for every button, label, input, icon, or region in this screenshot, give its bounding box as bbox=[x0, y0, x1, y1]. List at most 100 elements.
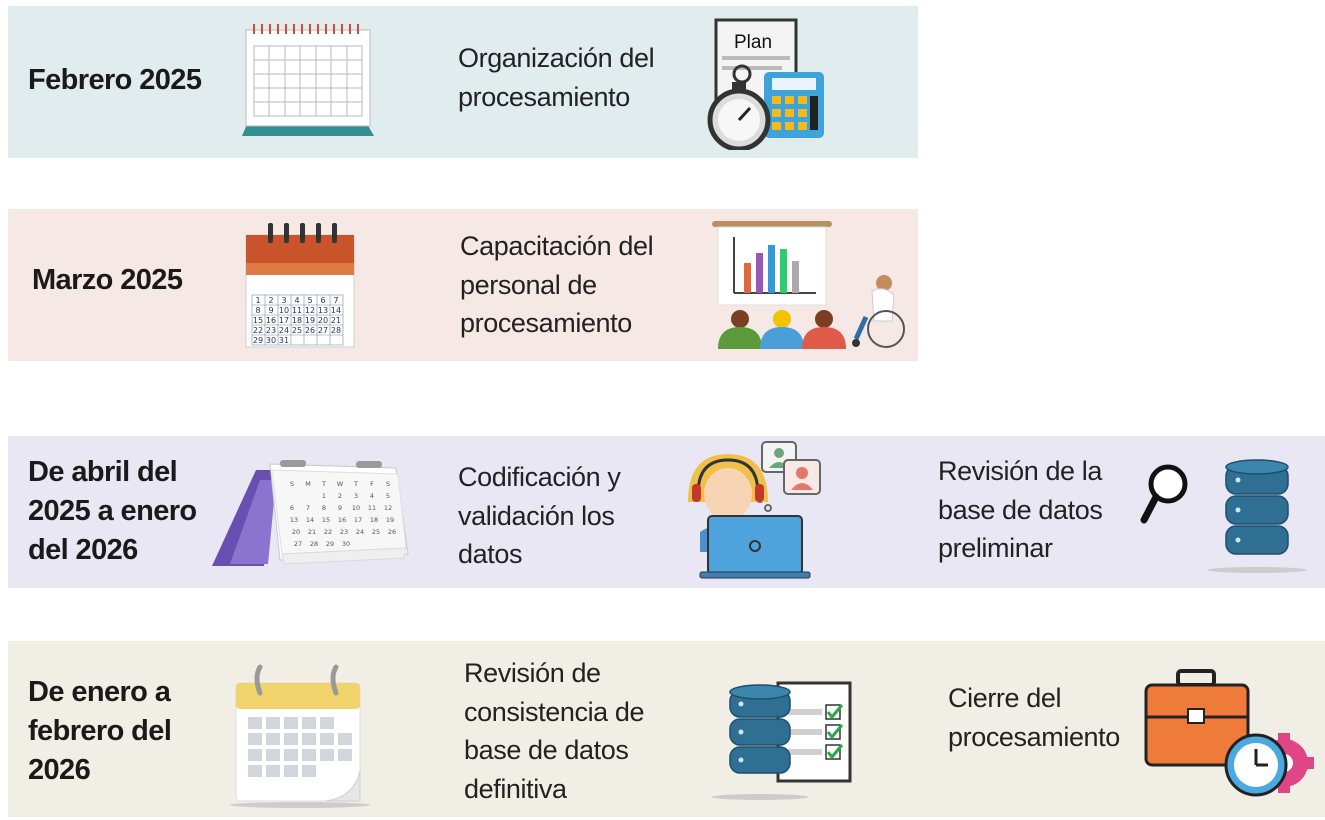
svg-text:8: 8 bbox=[255, 306, 260, 315]
date-line: De abril del bbox=[28, 456, 178, 488]
svg-text:16: 16 bbox=[338, 516, 346, 524]
svg-text:18: 18 bbox=[292, 316, 302, 325]
svg-text:15: 15 bbox=[253, 316, 263, 325]
desk-calendar-icon bbox=[238, 22, 378, 142]
svg-text:17: 17 bbox=[279, 316, 289, 325]
task-line: preliminar bbox=[938, 533, 1053, 563]
svg-text:1: 1 bbox=[255, 296, 260, 305]
svg-text:24: 24 bbox=[356, 528, 364, 536]
svg-text:22: 22 bbox=[253, 326, 263, 335]
svg-text:12: 12 bbox=[305, 306, 315, 315]
svg-text:22: 22 bbox=[324, 528, 332, 536]
svg-text:28: 28 bbox=[310, 540, 318, 548]
svg-text:13: 13 bbox=[290, 516, 298, 524]
task-line: Capacitación del bbox=[460, 231, 654, 261]
task-line: Cierre del bbox=[948, 683, 1062, 713]
svg-text:11: 11 bbox=[292, 306, 302, 315]
svg-text:16: 16 bbox=[266, 316, 276, 325]
plan-label: Plan bbox=[734, 32, 772, 53]
task-label: Revisión de la base de datos preliminar bbox=[938, 452, 1103, 568]
database-search-icon bbox=[1140, 458, 1310, 576]
task-line: validación los bbox=[458, 500, 615, 531]
svg-text:30: 30 bbox=[266, 336, 276, 345]
task-line: Revisión de la bbox=[938, 456, 1102, 486]
svg-text:M: M bbox=[305, 480, 311, 488]
task-line: Revisión de bbox=[464, 658, 601, 688]
svg-text:2: 2 bbox=[338, 492, 342, 500]
svg-text:W: W bbox=[337, 480, 344, 488]
svg-text:7: 7 bbox=[306, 504, 310, 512]
task-line: procesamiento bbox=[948, 721, 1120, 752]
svg-text:25: 25 bbox=[372, 528, 380, 536]
svg-text:S: S bbox=[386, 480, 390, 488]
svg-text:26: 26 bbox=[388, 528, 396, 536]
svg-text:3: 3 bbox=[281, 296, 286, 305]
task-line: procesamiento bbox=[460, 308, 632, 338]
task-line: definitiva bbox=[464, 773, 567, 804]
svg-text:2: 2 bbox=[268, 296, 273, 305]
svg-text:13: 13 bbox=[318, 306, 328, 315]
svg-text:20: 20 bbox=[318, 316, 328, 325]
plan-calculator-stopwatch-icon: Plan bbox=[696, 18, 826, 150]
svg-text:28: 28 bbox=[331, 326, 341, 335]
svg-text:3: 3 bbox=[354, 492, 358, 500]
svg-text:6: 6 bbox=[320, 296, 325, 305]
database-checklist-icon bbox=[704, 679, 860, 801]
timeline-row-febrero-2025: Febrero 2025 Organización del procesam bbox=[8, 6, 918, 158]
svg-text:5: 5 bbox=[307, 296, 312, 305]
row-date: De abril del 2025 a enero del 2026 bbox=[28, 453, 197, 570]
training-presentation-icon bbox=[706, 217, 916, 353]
svg-text:17: 17 bbox=[354, 516, 362, 524]
svg-text:25: 25 bbox=[292, 326, 302, 335]
svg-text:27: 27 bbox=[294, 540, 302, 548]
task-label: Organización del procesamiento bbox=[458, 39, 655, 116]
svg-text:23: 23 bbox=[266, 326, 276, 335]
date-line: De enero a bbox=[28, 676, 171, 708]
svg-text:4: 4 bbox=[370, 492, 374, 500]
svg-text:31: 31 bbox=[279, 336, 289, 345]
svg-text:12: 12 bbox=[384, 504, 392, 512]
svg-text:T: T bbox=[353, 480, 358, 488]
svg-text:10: 10 bbox=[352, 504, 360, 512]
svg-text:1: 1 bbox=[322, 492, 326, 500]
svg-text:11: 11 bbox=[368, 504, 376, 512]
svg-text:18: 18 bbox=[370, 516, 378, 524]
row-date: Marzo 2025 bbox=[32, 261, 183, 300]
svg-text:10: 10 bbox=[279, 306, 289, 315]
task-line: datos bbox=[458, 539, 523, 569]
row-date: Febrero 2025 bbox=[28, 61, 202, 100]
briefcase-clock-gear-icon bbox=[1142, 667, 1314, 799]
row-date: De enero a febrero del 2026 bbox=[28, 673, 172, 790]
svg-text:5: 5 bbox=[386, 492, 390, 500]
timeline-row-enero-febrero-2026: De enero a febrero del 2026 Revisión de … bbox=[8, 641, 1325, 817]
task-line: personal de bbox=[460, 269, 597, 300]
date-line: del 2026 bbox=[28, 534, 138, 566]
svg-text:7: 7 bbox=[333, 296, 338, 305]
svg-text:21: 21 bbox=[331, 316, 341, 325]
svg-text:19: 19 bbox=[386, 516, 394, 524]
timeline-row-abril-2025-enero-2026: De abril del 2025 a enero del 2026 S M T W T… bbox=[8, 436, 1325, 588]
svg-text:24: 24 bbox=[279, 326, 289, 335]
date-line: 2026 bbox=[28, 754, 91, 786]
svg-text:30: 30 bbox=[342, 540, 350, 548]
svg-text:14: 14 bbox=[331, 306, 341, 315]
svg-text:21: 21 bbox=[308, 528, 316, 536]
task-line: consistencia de bbox=[464, 696, 645, 727]
svg-text:29: 29 bbox=[253, 336, 263, 345]
ring-calendar-icon bbox=[220, 659, 380, 809]
date-line: Marzo 2025 bbox=[32, 264, 183, 296]
date-line: Febrero 2025 bbox=[28, 64, 202, 96]
task-line: Codificación y bbox=[458, 462, 621, 492]
task-line: procesamiento bbox=[458, 81, 630, 112]
task-line: base de datos bbox=[464, 735, 629, 765]
date-line: febrero del bbox=[28, 715, 172, 747]
svg-text:T: T bbox=[321, 480, 326, 488]
svg-text:9: 9 bbox=[338, 504, 342, 512]
svg-text:27: 27 bbox=[318, 326, 328, 335]
task-line: Organización del bbox=[458, 43, 655, 73]
task-label: Cierre del procesamiento bbox=[948, 679, 1120, 756]
svg-text:26: 26 bbox=[305, 326, 315, 335]
